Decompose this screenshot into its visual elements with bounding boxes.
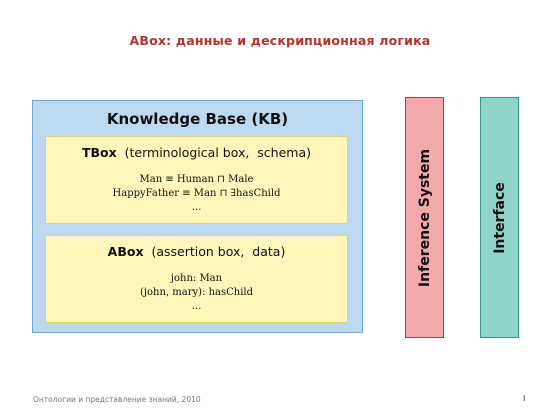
abox-heading: ABox (assertion box, data): [46, 244, 347, 259]
page-number: I: [523, 394, 526, 403]
tbox-ellipsis: …: [191, 202, 202, 213]
tbox-name: TBox: [81, 145, 117, 160]
tbox-axiom-happyfather: HappyFather ≡ Man ⊓ ∃hasChild: [112, 188, 281, 199]
tbox-axiom-man: Man ≡ Human ⊓ Male: [139, 174, 254, 185]
tbox-axioms: Man ≡ Human ⊓ Male HappyFather ≡ Man ⊓ ∃…: [46, 173, 347, 215]
interface-label: Interface: [491, 181, 508, 254]
inference-system-box: Inference System: [405, 97, 444, 338]
tbox-heading: TBox (terminological box, schema): [46, 145, 347, 160]
knowledge-base-box: Knowledge Base (KB) TBox (terminological…: [32, 100, 363, 333]
equivalence-symbol: ≡: [182, 188, 191, 199]
intersection-symbol: ⊓: [217, 174, 225, 185]
equivalence-symbol: ≡: [165, 174, 174, 185]
interface-box: Interface: [480, 97, 519, 338]
knowledge-base-title: Knowledge Base (KB): [106, 110, 289, 128]
abox-assertion-haschild: (john, mary): hasChild: [139, 287, 253, 298]
abox-box: ABox (assertion box, data) john: Man (jo…: [45, 235, 348, 323]
abox-ellipsis: …: [191, 301, 202, 312]
tbox-box: TBox (terminological box, schema) Man ≡ …: [45, 136, 348, 224]
abox-assertions: john: Man (john, mary): hasChild …: [46, 272, 347, 314]
abox-assertion-john: john: Man: [170, 273, 223, 284]
slide-title: ABox: данные и дескрипционная логика: [129, 33, 431, 48]
slide-footer: Онтологии и представление знаний, 2010: [33, 395, 201, 404]
tbox-description: (terminological box, schema): [116, 145, 311, 160]
inference-system-label: Inference System: [416, 148, 433, 287]
abox-name: ABox: [107, 244, 144, 259]
intersection-symbol: ⊓: [219, 188, 228, 199]
abox-description: (assertion box, data): [143, 244, 286, 259]
